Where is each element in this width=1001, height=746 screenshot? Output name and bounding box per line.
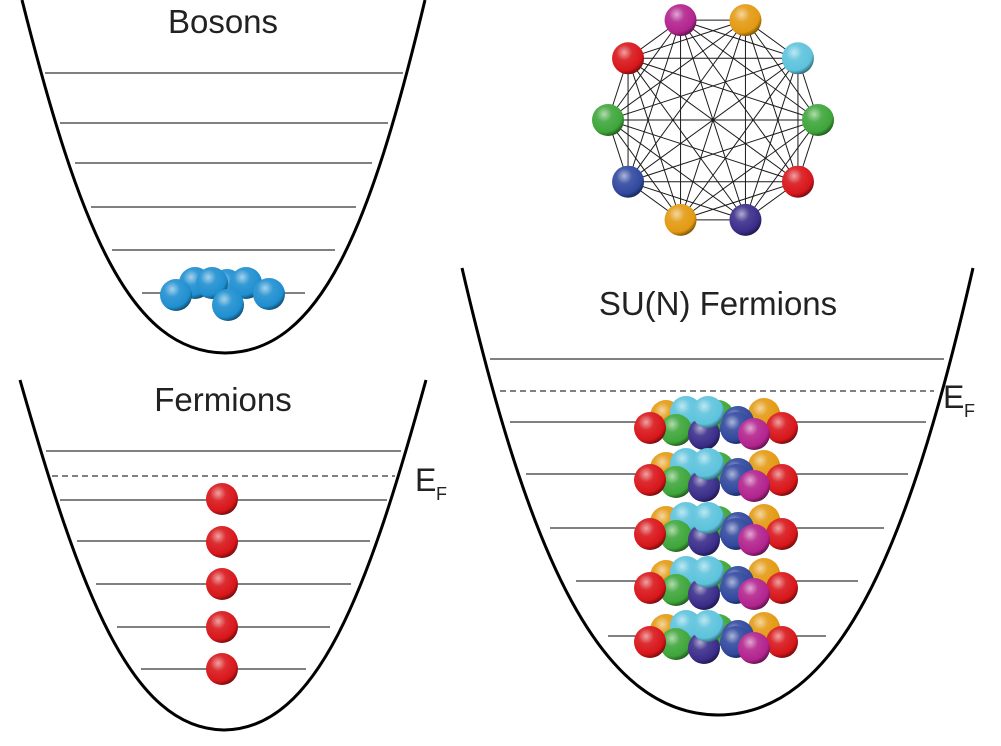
su-n-fermion-particle bbox=[766, 572, 798, 604]
su-n-complete-graph bbox=[592, 4, 834, 236]
interaction-edge bbox=[680, 181, 799, 221]
fermions-panel: Fermions E F bbox=[18, 379, 447, 732]
fermion-particle bbox=[206, 483, 238, 515]
boson-particles bbox=[160, 267, 285, 321]
su-n-level-cluster bbox=[634, 610, 798, 664]
fermions-title: Fermions bbox=[154, 381, 292, 418]
su-n-component-node bbox=[664, 203, 697, 236]
su-n-fermi-energy-label: E F bbox=[943, 379, 975, 421]
su-n-potential-well bbox=[460, 267, 975, 717]
interaction-edge bbox=[744, 19, 799, 182]
interaction-edge bbox=[627, 58, 682, 221]
su-n-fermion-particles bbox=[634, 396, 798, 664]
su-n-fermion-particle bbox=[738, 524, 770, 556]
fermion-particle bbox=[206, 568, 238, 600]
fermion-particle bbox=[206, 611, 238, 643]
su-n-component-node bbox=[802, 104, 834, 136]
su-n-fermion-particle bbox=[738, 578, 770, 610]
su-n-component-node bbox=[781, 165, 814, 198]
su-n-fermion-particle bbox=[660, 520, 692, 552]
su-n-fermion-particle bbox=[738, 418, 770, 450]
interaction-edge bbox=[627, 181, 746, 221]
su-n-component-nodes bbox=[592, 4, 834, 236]
su-n-component-node bbox=[729, 4, 762, 37]
fermion-particles bbox=[206, 483, 238, 685]
bosons-potential-well bbox=[20, 0, 427, 355]
interaction-edge bbox=[680, 19, 819, 121]
su-n-fermion-particle bbox=[660, 414, 692, 446]
interaction-edge bbox=[607, 119, 746, 221]
su-n-component-node bbox=[781, 42, 814, 75]
boson-particle bbox=[212, 289, 244, 321]
interaction-edge bbox=[607, 119, 799, 183]
su-n-level-cluster bbox=[634, 502, 798, 556]
su-n-fermions-title: SU(N) Fermions bbox=[599, 285, 837, 322]
bosons-energy-levels bbox=[45, 72, 403, 294]
su-n-fermion-particle bbox=[738, 632, 770, 664]
bosons-panel: Bosons bbox=[20, 0, 427, 355]
interaction-edge bbox=[627, 57, 746, 221]
su-n-level-cluster bbox=[634, 556, 798, 610]
boson-particle bbox=[160, 279, 192, 311]
su-n-fermion-particle bbox=[660, 574, 692, 606]
su-n-component-node bbox=[664, 4, 697, 37]
su-n-fermion-particle bbox=[692, 448, 724, 480]
all-to-all-interaction-edges bbox=[607, 19, 819, 221]
boson-particle bbox=[253, 278, 285, 310]
fermions-fermi-energy-label: E F bbox=[415, 462, 447, 504]
su-n-fermion-particle bbox=[634, 626, 666, 658]
su-n-fermion-particle bbox=[634, 518, 666, 550]
interaction-edge bbox=[627, 119, 819, 183]
interaction-edge bbox=[627, 57, 799, 183]
interaction-edge bbox=[627, 19, 746, 59]
fermi-energy-symbol: E bbox=[415, 462, 436, 498]
su-n-fermions-panel: SU(N) Fermions E F bbox=[460, 267, 975, 717]
su-n-fermion-particle bbox=[766, 464, 798, 496]
fermions-energy-levels bbox=[46, 450, 401, 670]
su-n-fermion-particle bbox=[766, 412, 798, 444]
interaction-edge bbox=[627, 19, 682, 182]
boson-particle bbox=[196, 267, 228, 299]
fermion-particle bbox=[206, 526, 238, 558]
fermi-energy-subscript: F bbox=[964, 401, 975, 421]
su-n-fermion-particle bbox=[692, 610, 724, 642]
fermi-energy-subscript: F bbox=[436, 484, 447, 504]
su-n-component-node bbox=[592, 104, 624, 136]
bosons-title: Bosons bbox=[168, 3, 278, 40]
su-n-component-node bbox=[612, 165, 645, 198]
su-n-level-cluster bbox=[634, 396, 798, 450]
su-n-fermion-particle bbox=[692, 502, 724, 534]
interaction-edge bbox=[607, 57, 799, 121]
su-n-component-node bbox=[612, 42, 645, 75]
su-n-fermion-particle bbox=[634, 572, 666, 604]
su-n-fermion-particle bbox=[738, 470, 770, 502]
fermion-particle bbox=[206, 653, 238, 685]
interaction-edge bbox=[744, 58, 799, 221]
su-n-fermion-particle bbox=[766, 626, 798, 658]
interaction-edge bbox=[627, 57, 819, 121]
su-n-component-node bbox=[729, 203, 762, 236]
interaction-edge bbox=[607, 19, 746, 121]
interaction-edge bbox=[607, 119, 681, 221]
su-n-fermion-particle bbox=[766, 518, 798, 550]
su-n-fermion-particle bbox=[660, 628, 692, 660]
su-n-fermion-particle bbox=[692, 396, 724, 428]
fermions-potential-well bbox=[18, 379, 428, 732]
su-n-fermion-particle bbox=[660, 466, 692, 498]
su-n-fermion-particle bbox=[634, 464, 666, 496]
su-n-fermion-particle bbox=[692, 556, 724, 588]
su-n-fermion-particle bbox=[634, 412, 666, 444]
su-n-level-cluster bbox=[634, 448, 798, 502]
interaction-edge bbox=[680, 119, 819, 221]
fermi-energy-symbol: E bbox=[943, 379, 964, 415]
